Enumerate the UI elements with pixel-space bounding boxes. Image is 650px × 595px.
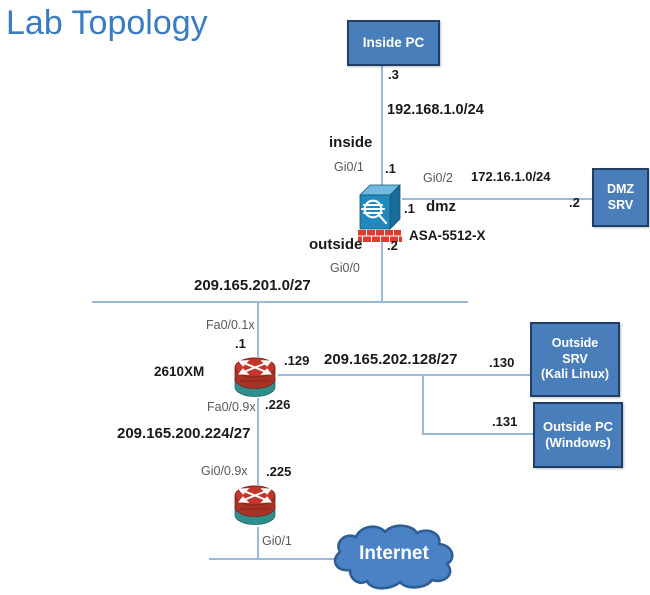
node-inside-pc-label: Inside PC [362,34,425,50]
node-outside-pc-line2: (Windows) [545,435,611,450]
outside-srv-ip-label: .130 [489,355,515,370]
asa-outside-ip-label: .2 [387,238,398,253]
asa-firewall-icon [357,183,405,245]
internet-cloud-icon [328,520,460,592]
router1-down-if-label: Fa0/0.9x [207,400,256,414]
router1-right-ip-label: .129 [284,353,310,368]
outside-zone-label: outside [309,236,363,253]
link-insidepc-to-asa [381,63,383,191]
dmz-zone-label: dmz [426,198,456,215]
node-inside-pc: Inside PC [347,20,440,66]
dmz-srv-ip-label: .2 [569,195,580,210]
node-outside-srv-line2: SRV [562,351,588,366]
transit-net-label: 209.165.200.224/27 [117,425,251,442]
router1-up-if-label: Fa0/0.1x [206,318,255,332]
asa-outside-if-label: Gi0/0 [330,261,360,275]
node-outside-pc: Outside PC (Windows) [533,402,623,468]
router1-model-label: 2610XM [154,364,205,379]
link-router2-to-internet-bus [257,527,259,560]
node-dmz-srv-line1: DMZ [606,181,635,196]
outside-pc-ip-label: .131 [492,414,518,429]
node-outside-srv-line3: (Kali Linux) [540,367,610,382]
outside-bus-line [92,301,468,303]
asa-inside-if-label: Gi0/1 [334,160,364,174]
node-outside-pc-line1: Outside PC [542,418,614,434]
asa-dmz-ip-label: .1 [404,201,415,216]
link-branch-to-outsidepc [422,433,533,435]
router2-up-if-label: Gi0/0.9x [201,464,248,478]
node-outside-srv-line1: Outside [551,336,599,351]
node-dmz-srv: DMZ SRV [592,168,649,227]
node-outside-srv: Outside SRV (Kali Linux) [530,322,620,397]
link-asa-to-outside-bus [381,241,383,303]
page-title: Lab Topology [6,4,208,42]
link-router1-to-outsidesrv [278,374,530,376]
link-asa-to-dmzsrv [402,198,592,200]
router1-up-ip-label: .1 [235,336,246,351]
inside-net-label: 192.168.1.0/24 [387,102,484,118]
inside-pc-ip-label: .3 [388,67,399,82]
router2-up-ip-label: .225 [266,464,292,479]
asa-model-label: ASA-5512-X [409,228,486,243]
link-bus-to-router1 [257,301,259,357]
node-dmz-srv-line2: SRV [607,197,634,212]
internet-bus-line [209,558,343,560]
router2-down-if-label: Gi0/1 [262,534,292,548]
asa-dmz-if-label: Gi0/2 [423,171,453,185]
router1-down-ip-label: .226 [265,397,291,412]
outside-lan-net-label: 209.165.202.128/27 [324,351,458,368]
router1-icon [232,354,278,400]
router2-icon [232,482,278,528]
asa-inside-ip-label: .1 [385,161,396,176]
dmz-net-label: 172.16.1.0/24 [471,169,551,184]
link-router1-to-router2 [257,398,259,485]
internet-cloud-label: Internet [359,543,429,564]
inside-zone-label: inside [329,134,373,151]
link-branch-down [422,374,424,435]
outside-net-label: 209.165.201.0/27 [194,277,311,294]
